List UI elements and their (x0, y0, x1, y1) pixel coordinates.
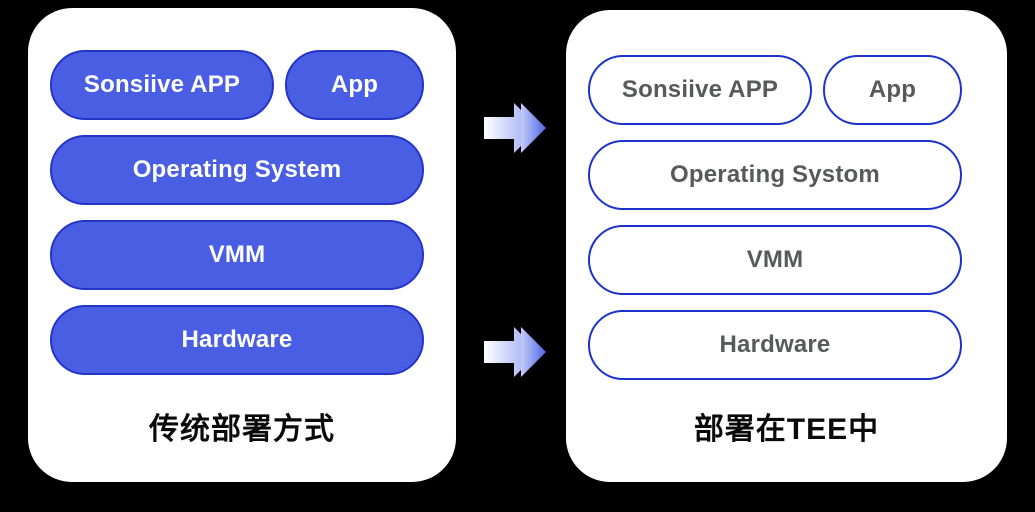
tee-caption: 部署在TEE中 (693, 413, 880, 446)
pill-vmm: VMM (50, 220, 424, 290)
app-layer-row: Sonsiive APP App (50, 50, 424, 120)
pill-app: App (285, 50, 424, 120)
tee-stack: Sonsiive APP App Operating Systom VMM Ha… (588, 55, 962, 380)
arrow-right-icon (484, 103, 546, 153)
vmm-layer-row: VMM (588, 225, 962, 295)
pill-operating-system: Operating Systom (588, 140, 962, 210)
hardware-layer-row: Hardware (50, 305, 424, 375)
arrow-right-icon (484, 327, 546, 377)
pill-vmm: VMM (588, 225, 962, 295)
pill-hardware: Hardware (50, 305, 424, 375)
tee-deployment-panel: Sonsiive APP App Operating Systom VMM Ha… (566, 10, 1007, 482)
hardware-layer-row: Hardware (588, 310, 962, 380)
pill-sonsiive-app: Sonsiive APP (50, 50, 274, 120)
os-layer-row: Operating System (50, 135, 424, 205)
pill-sonsiive-app: Sonsiive APP (588, 55, 812, 125)
vmm-layer-row: VMM (50, 220, 424, 290)
traditional-caption: 传统部署方式 (149, 413, 335, 446)
traditional-deployment-panel: Sonsiive APP App Operating System VMM Ha… (28, 8, 456, 482)
traditional-stack: Sonsiive APP App Operating System VMM Ha… (50, 50, 424, 375)
pill-operating-system: Operating System (50, 135, 424, 205)
os-layer-row: Operating Systom (588, 140, 962, 210)
app-layer-row: Sonsiive APP App (588, 55, 962, 125)
pill-hardware: Hardware (588, 310, 962, 380)
pill-app: App (823, 55, 962, 125)
